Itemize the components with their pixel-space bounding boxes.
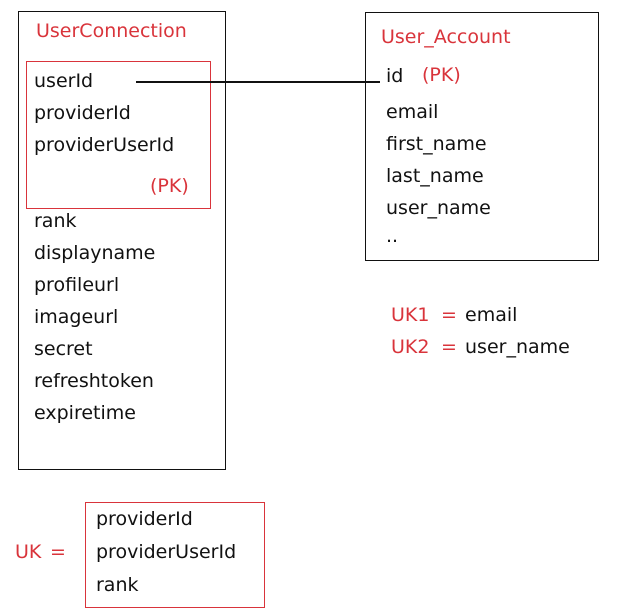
uk2-equals: = — [441, 336, 457, 358]
user-account-entity — [365, 12, 599, 261]
field-imageurl: imageurl — [34, 306, 119, 328]
field-secret: secret — [34, 338, 93, 360]
user-account-title: User_Account — [381, 26, 511, 48]
field-expiretime: expiretime — [34, 402, 136, 424]
relationship-line — [136, 81, 380, 83]
uk1-label: UK1 — [391, 304, 430, 326]
field-first-name: first_name — [386, 133, 487, 155]
user-account-pk-label: (PK) — [422, 64, 461, 86]
user-connection-pk-group — [26, 61, 211, 209]
composite-uk-label: UK — [15, 541, 42, 563]
uk1-field: email — [465, 304, 518, 326]
composite-uk-field-providerid: providerId — [96, 508, 193, 530]
user-connection-title: UserConnection — [36, 20, 187, 42]
uk2-label: UK2 — [391, 336, 430, 358]
field-displayname: displayname — [34, 242, 156, 264]
field-user-name: user_name — [386, 197, 491, 219]
field-profileurl: profileurl — [34, 274, 120, 296]
field-refreshtoken: refreshtoken — [34, 370, 154, 392]
field-last-name: last_name — [386, 165, 484, 187]
uk2-field: user_name — [465, 336, 570, 358]
user-connection-pk-label: (PK) — [150, 175, 189, 197]
composite-uk-field-rank: rank — [96, 574, 139, 596]
field-rank: rank — [34, 210, 77, 232]
field-providerid: providerId — [34, 102, 131, 124]
uk1-equals: = — [441, 304, 457, 326]
field-userid: userId — [34, 70, 94, 92]
field-email: email — [386, 101, 439, 123]
composite-uk-equals: = — [50, 541, 66, 563]
composite-uk-field-provideruserid: providerUserId — [96, 541, 237, 563]
field-id: id — [386, 65, 404, 87]
field-provideruserid: providerUserId — [34, 134, 175, 156]
user-connection-entity — [18, 11, 226, 470]
field-ellipsis: .. — [386, 225, 399, 247]
composite-uk-box — [85, 502, 265, 608]
